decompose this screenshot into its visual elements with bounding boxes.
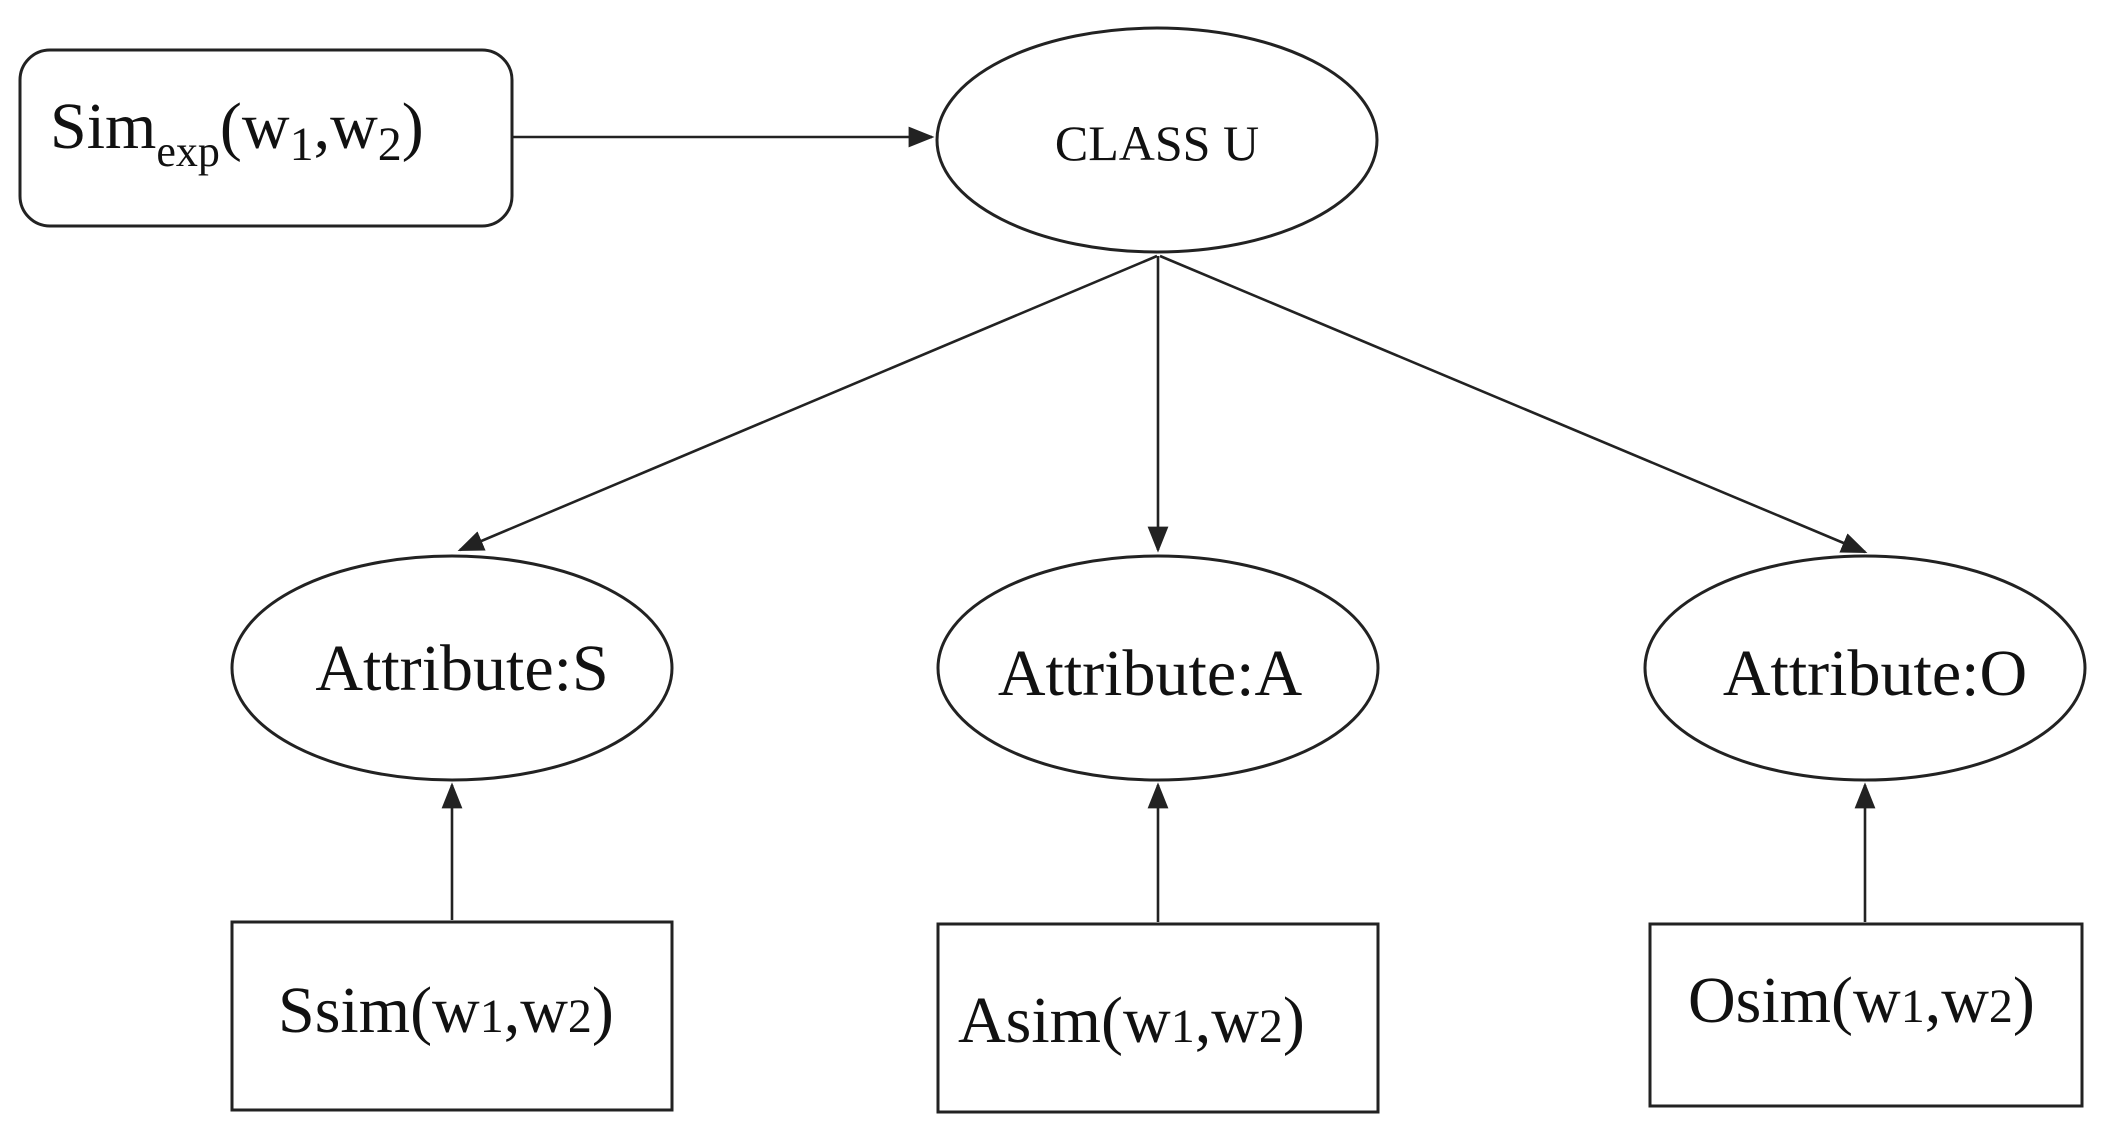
- node-osim: Osim(w1,w2): [1648, 922, 2084, 1108]
- sim-exp-s2: 2: [378, 118, 402, 171]
- node-sim-exp: Simexp(w1,w2): [18, 48, 514, 228]
- ssim-s1: 1: [480, 990, 504, 1043]
- ssim-label: Ssim(w1,w2): [278, 974, 614, 1047]
- sim-exp-s1: 1: [290, 118, 314, 171]
- sim-exp-box: [18, 48, 514, 228]
- attribute-a-label: Attribute:A: [998, 637, 1303, 710]
- class-u-label: CLASS U: [1055, 115, 1259, 171]
- osim-s1: 1: [1901, 980, 1925, 1033]
- osim-label: Osim(w1,w2): [1688, 964, 2035, 1037]
- node-attribute-a: Attribute:A: [936, 554, 1380, 782]
- asim-base: Asim: [958, 984, 1101, 1057]
- ssim-comma: ,w: [504, 974, 569, 1047]
- osim-open: (w: [1831, 964, 1901, 1037]
- sim-exp-sub: exp: [156, 127, 220, 176]
- sim-exp-open: (w: [220, 90, 290, 163]
- sim-exp-close: ): [402, 90, 424, 163]
- attribute-o-ellipse: [1643, 554, 2087, 782]
- ssim-close: ): [592, 974, 614, 1047]
- node-ssim: Ssim(w1,w2): [230, 920, 674, 1112]
- osim-close: ): [2013, 964, 2035, 1037]
- attribute-s-label: Attribute:S: [315, 632, 608, 705]
- asim-box: [936, 922, 1380, 1114]
- osim-s2: 2: [1989, 980, 2013, 1033]
- node-class-u: CLASS U: [935, 26, 1379, 254]
- sim-exp-comma: ,w: [314, 90, 379, 163]
- ssim-box: [230, 920, 674, 1112]
- osim-comma: ,w: [1925, 964, 1990, 1037]
- osim-base: Osim: [1688, 964, 1831, 1037]
- sim-exp-base: Sim: [50, 90, 156, 163]
- osim-box: [1648, 922, 2084, 1108]
- asim-s2: 2: [1259, 1000, 1283, 1053]
- sim-exp-label: Simexp(w1,w2): [50, 90, 424, 176]
- attribute-o-label: Attribute:O: [1723, 637, 2027, 710]
- node-asim: Asim(w1,w2): [936, 922, 1380, 1114]
- asim-close: ): [1283, 984, 1305, 1057]
- edge-class-u-to-attribute-s: [457, 254, 1158, 552]
- asim-open: (w: [1101, 984, 1171, 1057]
- node-attribute-o: Attribute:O: [1643, 554, 2087, 782]
- ssim-open: (w: [410, 974, 480, 1047]
- ssim-s2: 2: [568, 990, 592, 1043]
- class-u-ellipse: [935, 26, 1379, 254]
- edges: [441, 126, 1876, 922]
- asim-comma: ,w: [1195, 984, 1260, 1057]
- asim-s1: 1: [1171, 1000, 1195, 1053]
- edge-class-u-to-attribute-o: [1159, 254, 1868, 554]
- ssim-base: Ssim: [278, 974, 410, 1047]
- asim-label: Asim(w1,w2): [958, 984, 1305, 1057]
- node-attribute-s: Attribute:S: [230, 554, 674, 782]
- attribute-a-ellipse: [936, 554, 1380, 782]
- attribute-s-ellipse: [230, 554, 674, 782]
